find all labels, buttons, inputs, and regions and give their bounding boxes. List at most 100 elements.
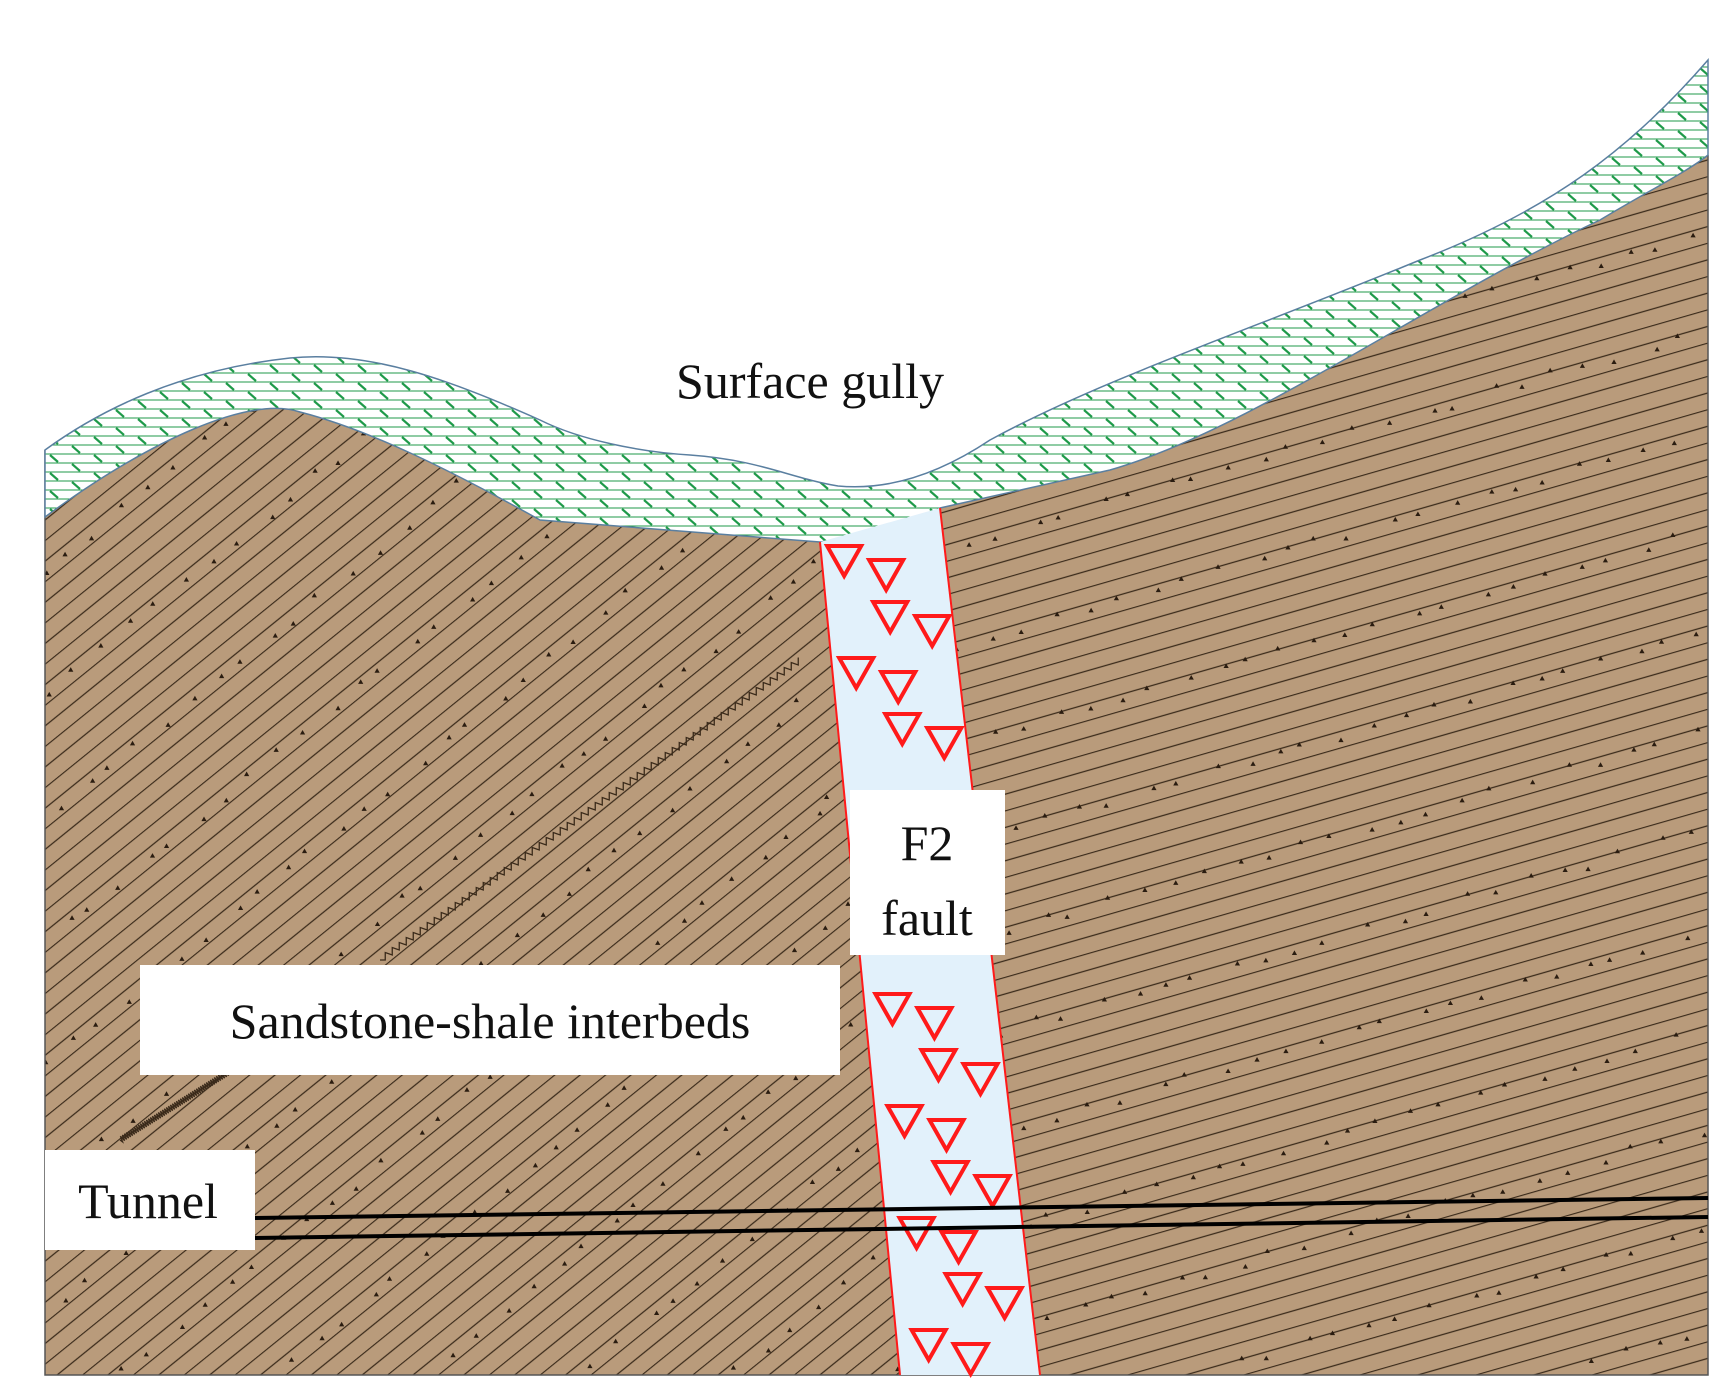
rock-dot xyxy=(1058,709,1065,714)
rock-dot xyxy=(1264,1248,1270,1254)
rock-dot xyxy=(1252,155,1258,159)
rock-dot xyxy=(670,1298,676,1303)
rock-dot xyxy=(982,331,988,336)
rock-dot xyxy=(1486,785,1492,791)
rock-dot xyxy=(1628,249,1634,254)
rock-dot xyxy=(1037,318,1044,324)
rock-dot xyxy=(1278,748,1284,754)
rock-dot xyxy=(1688,829,1694,834)
rock-dot xyxy=(1021,1125,1027,1131)
rock-dot xyxy=(1310,535,1316,541)
rock-dot xyxy=(1685,935,1691,941)
rock-dot xyxy=(1542,1076,1548,1081)
rock-dot xyxy=(1042,813,1048,818)
rock-dot xyxy=(1050,218,1056,223)
rock-dot xyxy=(46,691,52,697)
rock-dot xyxy=(470,596,476,602)
rock-dot xyxy=(1597,762,1604,767)
rock-dot xyxy=(1280,1150,1287,1156)
rock-dot xyxy=(487,1074,493,1079)
fault-triangle xyxy=(923,726,965,763)
rock-dot xyxy=(1033,1014,1039,1020)
rock-dot xyxy=(149,853,156,858)
rock-dot xyxy=(532,1162,539,1168)
rock-dot xyxy=(981,239,987,245)
rock-dot xyxy=(1426,1302,1432,1308)
rock-dot xyxy=(1263,456,1269,462)
rock-dot xyxy=(854,1147,860,1153)
rock-dot xyxy=(179,956,185,961)
rock-dot xyxy=(765,1347,772,1353)
rock-dot xyxy=(1238,859,1244,864)
rock-dot xyxy=(150,601,156,606)
rock-dot xyxy=(1178,576,1184,581)
rock-dot xyxy=(990,636,996,641)
rock-dot xyxy=(1500,1189,1506,1194)
rock-dot xyxy=(816,1304,822,1310)
rock-dot xyxy=(1695,726,1701,732)
rock-dot xyxy=(666,435,673,440)
rock-dot xyxy=(1173,780,1179,786)
rock-dot xyxy=(203,937,209,942)
fault-breccia-symbols xyxy=(823,544,1026,1379)
rock-dot xyxy=(1173,880,1179,885)
rock-dot xyxy=(1513,486,1519,492)
fault-triangle xyxy=(930,1160,971,1197)
rock-dot xyxy=(603,736,609,741)
rock-dot xyxy=(540,912,546,917)
rock-dot xyxy=(63,1297,69,1303)
rock-dot xyxy=(561,400,566,405)
rock-dot xyxy=(1170,477,1176,483)
rock-dot xyxy=(126,999,132,1004)
label-f2-fault: F2 fault xyxy=(850,790,1005,955)
rock-dot xyxy=(1055,514,1061,520)
rock-dot xyxy=(1120,697,1126,703)
rock-dot xyxy=(1464,891,1471,896)
rock-dot xyxy=(335,705,341,711)
rock-dot xyxy=(1103,496,1109,502)
label-tunnel-text: Tunnel xyxy=(78,1173,218,1229)
rock-dot xyxy=(446,734,452,740)
rock-dot xyxy=(1190,1174,1196,1180)
rock-dot xyxy=(506,1307,512,1313)
rock-dot xyxy=(163,843,170,848)
rock-dot xyxy=(1631,747,1637,752)
fault-triangle xyxy=(884,1104,925,1141)
rock-dot xyxy=(118,502,125,508)
rock-dot xyxy=(1530,779,1536,785)
rock-dot xyxy=(1510,680,1516,686)
rock-dot xyxy=(1117,1100,1123,1105)
rock-dot xyxy=(1432,407,1438,413)
rock-dot xyxy=(1519,384,1525,389)
rock-dot xyxy=(810,558,817,564)
rock-dot xyxy=(1319,439,1326,445)
rock-dot xyxy=(1467,698,1473,704)
rock-dot xyxy=(223,421,229,426)
rock-dot xyxy=(621,1085,627,1090)
rock-dot xyxy=(1147,188,1153,194)
rock-dot xyxy=(1671,440,1677,446)
rock-dot xyxy=(670,807,676,813)
tunnel-invert-line xyxy=(254,1215,1709,1240)
rock-dot xyxy=(423,760,429,766)
rock-dot xyxy=(477,832,484,837)
rock-dot xyxy=(1405,1213,1411,1218)
rock-dot xyxy=(1172,280,1178,285)
fault-triangle xyxy=(984,1286,1026,1323)
rock-dot xyxy=(1088,705,1094,711)
label-f2-fault-bg xyxy=(850,790,1005,955)
rock-dot xyxy=(1585,866,1591,872)
rock-dot xyxy=(450,1352,456,1358)
rock-dot xyxy=(452,855,458,860)
rock-dot xyxy=(1342,632,1348,637)
rock-dot xyxy=(1216,1163,1223,1169)
rock-dot xyxy=(1247,261,1253,267)
rock-dot xyxy=(1579,564,1585,569)
rock-dot xyxy=(219,673,225,679)
rock-dot xyxy=(129,740,136,746)
rock-dot xyxy=(1266,854,1272,860)
rock-dot xyxy=(1560,668,1566,673)
rock-dot xyxy=(1076,803,1083,809)
rock-dot xyxy=(358,679,364,684)
tunnel-crown-line xyxy=(254,1196,1709,1220)
